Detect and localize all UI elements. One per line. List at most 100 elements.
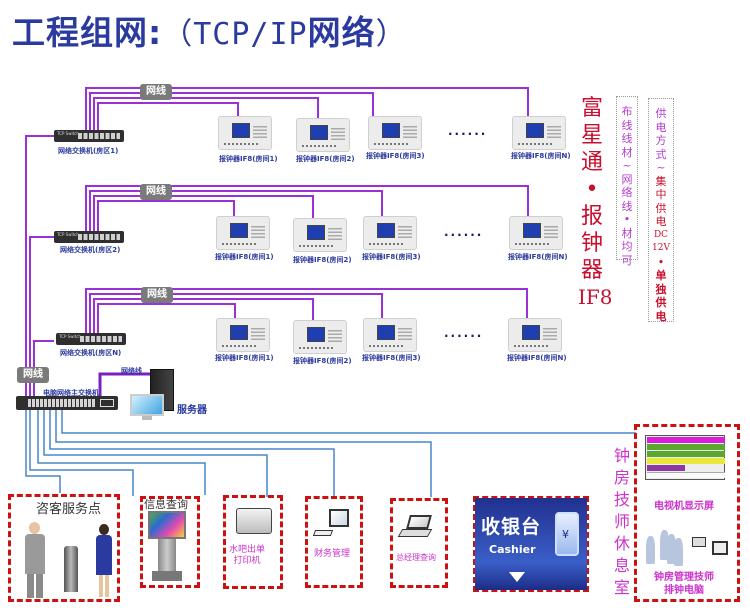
title-cn-prefix: 工程组网: — [12, 13, 163, 52]
server-cable — [98, 372, 152, 396]
zone-switch: TCP Switch — [56, 333, 126, 345]
main-switch-label: 电脑网络主交换机 — [43, 389, 99, 397]
cable-tag-zone2: 网线 — [140, 184, 172, 200]
clock-device — [368, 116, 422, 150]
device-label: 报钟器IF8(房间2) — [293, 357, 352, 365]
finance-box — [305, 496, 363, 588]
lan-restroom — [61, 410, 636, 434]
device-label: 报钟器IF8(房间1) — [219, 155, 278, 163]
device-label: 报钟器IF8(房间1) — [215, 354, 274, 362]
zone-cables — [25, 87, 529, 396]
title-cn-suffix: 网络 — [307, 13, 376, 52]
clock-device — [293, 218, 347, 252]
printer-label-line: 打印机 — [233, 556, 261, 566]
cable-zone1-2 — [93, 97, 319, 130]
switch-badge: TCP Switch — [57, 232, 79, 237]
scheduler-label-line: 排钟电脑 — [664, 585, 704, 596]
printer-label-line: 水吧出单 — [229, 545, 266, 555]
clock-device — [508, 318, 562, 352]
brand-char: 星 — [580, 123, 603, 148]
printer-label: 水吧出单 打印机 — [229, 545, 265, 567]
device-screen — [232, 123, 250, 138]
cable-zone3-3 — [89, 293, 383, 336]
monitor-icon — [130, 394, 164, 416]
cable-zone3-n — [85, 288, 528, 336]
printer-small-icon — [692, 537, 706, 547]
clock-device — [218, 116, 272, 150]
rest-room-box — [634, 424, 740, 602]
device-label: 报钟器IF8(房间3) — [362, 354, 421, 362]
clock-device — [216, 318, 270, 352]
wiring-note: 布 线 线 材 ~ 网 络 线 • 材 均 可 — [616, 96, 638, 267]
cable-zone3-2 — [93, 298, 314, 336]
switch-badge: TCP Switch — [59, 334, 81, 339]
clock-device — [509, 216, 563, 250]
tv-display-icon — [645, 435, 725, 480]
switch-badge: TCP Switch — [57, 131, 79, 136]
ellipsis: ...... — [448, 124, 488, 138]
desktop-computer-icon — [329, 509, 349, 527]
reception-box — [8, 494, 120, 602]
cable-zone1-3 — [89, 92, 374, 130]
cashier-en-label: Cashier — [489, 543, 536, 556]
zone-switch: TCP Switch — [54, 231, 124, 243]
clock-device — [293, 320, 347, 354]
device-label: 报钟器IF8(房间2) — [296, 155, 355, 163]
cashier-cn-label: 收银台 — [481, 516, 542, 538]
kiosk-icon — [64, 546, 78, 592]
cashier-box — [473, 496, 589, 592]
lan-info — [29, 410, 134, 496]
brand-char: • — [585, 177, 599, 202]
businessman-icon — [24, 522, 46, 598]
scheduler-computer-icon — [712, 541, 728, 555]
backbone-zone2 — [29, 236, 54, 396]
info-query-box — [140, 496, 200, 588]
device-label: 报钟器IF8(房间N) — [508, 253, 568, 261]
cable-zone2-3 — [89, 190, 383, 237]
cashier-yen-icon: ¥ — [555, 512, 579, 556]
clock-device — [363, 216, 417, 250]
cable-zone1-1 — [97, 102, 239, 130]
device-buttons — [224, 143, 258, 145]
lan-manager — [49, 410, 335, 499]
technicians-icon — [646, 530, 694, 566]
lan-cables — [25, 410, 636, 499]
device-label: 报钟器IF8(房间3) — [362, 253, 421, 261]
device-label: 报钟器IF8(房间1) — [215, 253, 274, 261]
power-note: 供 电 方 式 ~ 集 中 供 电 DC 12V • 单 独 供 电 — [648, 98, 674, 323]
kiosk-stand-icon — [158, 539, 176, 571]
zone-switch-label: 网络交换机(房区2) — [60, 246, 121, 254]
clock-device — [216, 216, 270, 250]
rest-room-label: 钟 房 技 师 休 息 室 — [613, 446, 630, 597]
clock-device — [296, 118, 350, 152]
cashier-panel: 收银台 Cashier ¥ — [475, 498, 587, 590]
server-label: 服务器 — [177, 405, 207, 416]
ellipsis: ...... — [444, 225, 484, 239]
cable-zone3-1 — [97, 303, 236, 336]
device-keypad — [253, 124, 267, 138]
kiosk-base-icon — [152, 571, 182, 581]
finance-label: 财务管理 — [314, 549, 351, 559]
ellipsis: ...... — [444, 326, 484, 340]
cable-zone1-n — [85, 87, 529, 130]
cable-zone2-1 — [97, 200, 235, 237]
manager-label: 总经理查询 — [396, 553, 436, 562]
lan-cashier — [55, 410, 432, 497]
printer-icon — [236, 508, 272, 534]
tv-label: 电视机显示屏 — [654, 501, 714, 512]
zone-switch: TCP Switch — [54, 130, 124, 142]
device-label: 报钟器IF8(房间3) — [366, 152, 425, 160]
info-query-label: 信息查询 — [144, 498, 188, 511]
backbone-cable-tag: 网线 — [17, 367, 49, 383]
brand-char: 富 — [580, 96, 603, 121]
cable-zone2-n — [85, 185, 529, 237]
title-paren-open: （ — [162, 17, 194, 52]
lan-reception — [25, 410, 61, 493]
network-cable-label: 网络线 — [121, 367, 142, 375]
clock-device — [512, 116, 566, 150]
brand-char: 报 — [580, 204, 603, 229]
device-label: 报钟器IF8(房间2) — [293, 256, 352, 264]
manager-box — [390, 498, 448, 588]
